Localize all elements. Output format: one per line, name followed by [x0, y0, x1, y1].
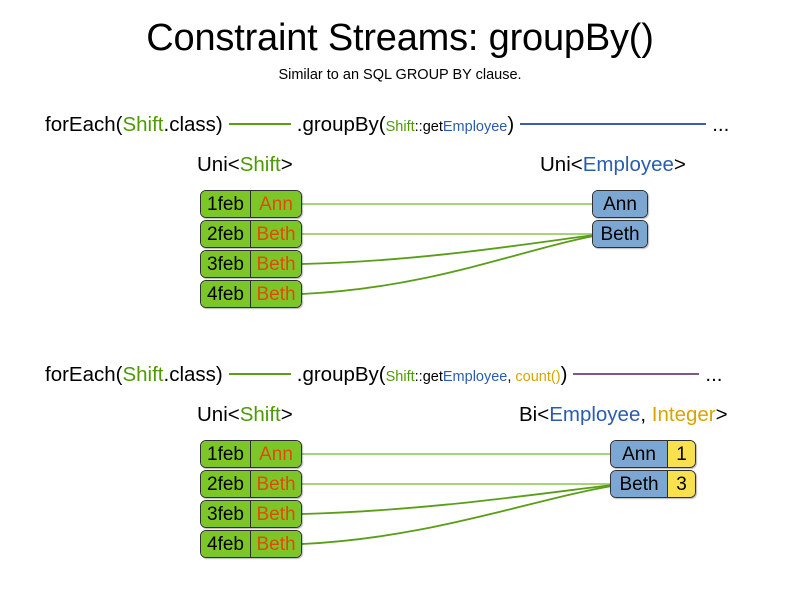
code-collector-sep: ,	[507, 369, 516, 385]
code-foreach-type: Shift	[122, 363, 164, 386]
type-generic-2: Integer	[651, 403, 716, 426]
code-ellipsis: ...	[705, 363, 723, 386]
code-mapper-prop: Employee	[442, 369, 508, 385]
shift-employee: Beth	[250, 281, 301, 307]
shift-date: 2feb	[201, 471, 250, 497]
shift-fact-box[interactable]: 2feb Beth	[200, 220, 302, 248]
employee-group-box[interactable]: Beth	[592, 220, 648, 248]
employee-count-group-box[interactable]: Ann 1	[610, 440, 696, 468]
code-groupby-close: )	[507, 113, 515, 136]
type-suffix: >	[715, 403, 728, 426]
shift-date: 1feb	[201, 191, 250, 217]
employee-count: 3	[667, 471, 695, 497]
link2-4feb-beth	[301, 485, 613, 545]
type-suffix: >	[673, 153, 686, 176]
employee-name: Ann	[593, 191, 647, 217]
shift-employee: Beth	[250, 221, 301, 247]
employee-name: Ann	[611, 441, 667, 467]
type-sep: ,	[640, 403, 652, 426]
type-label-uni-shift: Uni<Shift>	[197, 153, 293, 176]
code-mapper-type: Shift	[385, 369, 415, 385]
rule-foreach-to-groupby	[228, 122, 291, 125]
code-mapper-prop: Employee	[442, 119, 508, 135]
code-foreach-close: .class)	[163, 363, 223, 386]
type-generic: Shift	[239, 403, 281, 426]
shift-date: 4feb	[201, 531, 250, 557]
type-prefix: Uni<	[197, 403, 240, 426]
shift-fact-box[interactable]: 4feb Beth	[200, 280, 302, 308]
employee-group-box[interactable]: Ann	[592, 190, 648, 218]
code-line-groupby-key: forEach(Shift.class).groupBy(Shift::getE…	[45, 113, 730, 136]
code-mapper-sep: ::get	[414, 119, 443, 135]
shift-fact-box[interactable]: 3feb Beth	[200, 250, 302, 278]
rule-foreach-to-groupby	[228, 372, 291, 375]
code-groupby-open: .groupBy(	[296, 113, 386, 136]
page-title: Constraint Streams: groupBy()	[146, 17, 654, 59]
employee-name: Beth	[593, 221, 647, 247]
shift-fact-box[interactable]: 3feb Beth	[200, 500, 302, 528]
type-prefix: Bi<	[519, 403, 550, 426]
shift-fact-box[interactable]: 1feb Ann	[200, 440, 302, 468]
type-generic: Employee	[549, 403, 641, 426]
code-groupby-close: )	[560, 363, 568, 386]
shift-employee: Ann	[250, 191, 301, 217]
shift-fact-box[interactable]: 1feb Ann	[200, 190, 302, 218]
employee-count-group-box[interactable]: Beth 3	[610, 470, 696, 498]
shift-fact-box[interactable]: 2feb Beth	[200, 470, 302, 498]
shift-employee: Ann	[250, 441, 301, 467]
code-mapper-type: Shift	[385, 119, 415, 135]
shift-fact-box[interactable]: 4feb Beth	[200, 530, 302, 558]
shift-employee: Beth	[250, 251, 301, 277]
type-suffix: >	[280, 153, 293, 176]
shift-date: 3feb	[201, 251, 250, 277]
link2-3feb-beth	[301, 484, 613, 515]
type-label-bi-employee-integer: Bi<Employee, Integer>	[519, 403, 728, 426]
section-2-links	[301, 453, 613, 545]
shift-employee: Beth	[250, 531, 301, 557]
code-line-groupby-key-count: forEach(Shift.class).groupBy(Shift::getE…	[45, 363, 723, 386]
type-prefix: Uni<	[197, 153, 240, 176]
shift-date: 2feb	[201, 221, 250, 247]
code-mapper-sep: ::get	[414, 369, 443, 385]
page-subtitle: Similar to an SQL GROUP BY clause.	[278, 67, 522, 83]
shift-date: 4feb	[201, 281, 250, 307]
type-generic: Shift	[239, 153, 281, 176]
rule-groupby-to-next	[520, 122, 707, 125]
employee-name: Beth	[611, 471, 667, 497]
code-collector: count()	[515, 369, 561, 385]
link-3feb-beth	[301, 234, 595, 265]
section-1-links	[301, 203, 595, 295]
shift-date: 1feb	[201, 441, 250, 467]
rule-groupby-to-next	[573, 372, 700, 375]
type-label-uni-employee: Uni<Employee>	[540, 153, 686, 176]
code-ellipsis: ...	[712, 113, 730, 136]
type-prefix: Uni<	[540, 153, 583, 176]
shift-employee: Beth	[250, 501, 301, 527]
link-4feb-beth	[301, 235, 595, 295]
type-suffix: >	[280, 403, 293, 426]
code-groupby-open: .groupBy(	[296, 363, 386, 386]
code-foreach-open: forEach(	[45, 113, 123, 136]
code-foreach-open: forEach(	[45, 363, 123, 386]
shift-employee: Beth	[250, 471, 301, 497]
type-generic: Employee	[582, 153, 674, 176]
employee-count: 1	[667, 441, 695, 467]
code-foreach-close: .class)	[163, 113, 223, 136]
code-foreach-type: Shift	[122, 113, 164, 136]
type-label-uni-shift-2: Uni<Shift>	[197, 403, 293, 426]
shift-date: 3feb	[201, 501, 250, 527]
